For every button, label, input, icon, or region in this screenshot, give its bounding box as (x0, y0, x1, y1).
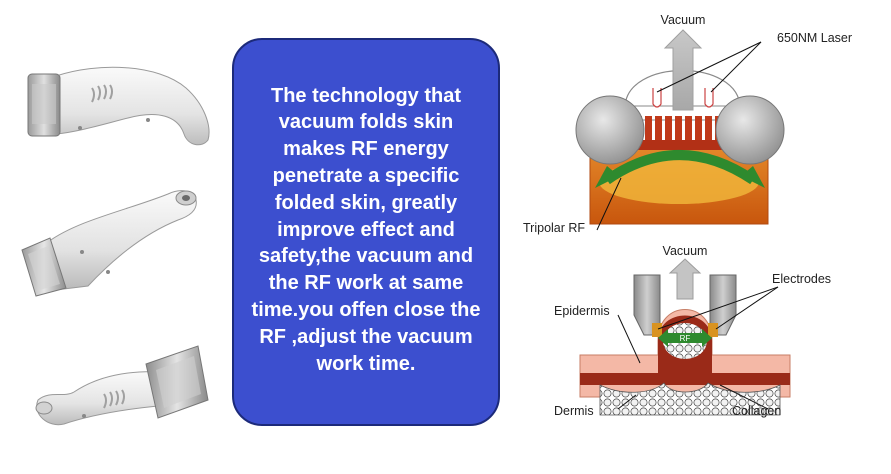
vacuum-arrow-small (668, 258, 702, 300)
vacuum-arrow (663, 29, 703, 111)
tripolar-rf-label: Tripolar RF (523, 221, 585, 235)
electrodes-label: Electrodes (772, 272, 831, 286)
handpiece-image-3 (35, 345, 209, 426)
epidermis-label: Epidermis (554, 304, 610, 318)
laser-emitters (652, 88, 714, 108)
tripolar-rf-diagram: Vacuum 650NM Laser Tripolar RF (523, 13, 852, 235)
vacuum-label: Vacuum (661, 13, 706, 27)
description-text: The technology that vacuum folds skin ma… (251, 84, 481, 375)
handpiece-image-1 (27, 66, 210, 146)
rf-current-arrow (604, 150, 756, 185)
description-box: The technology that vacuum folds skin ma… (232, 38, 500, 426)
roller-right (715, 95, 785, 165)
handpiece-image-2 (21, 190, 197, 297)
rf-arrow: RF (658, 329, 712, 347)
rf-label: RF (680, 334, 691, 343)
skin-fold-diagram: RF Vacuum Electrodes Epidermis Dermis Co… (554, 245, 831, 418)
vacuum-label-bottom: Vacuum (663, 245, 708, 258)
roller-left (575, 95, 645, 165)
collagen-label: Collagen (732, 404, 781, 418)
dermis-layer (599, 382, 781, 416)
laser-label: 650NM Laser (777, 31, 852, 45)
heated-zone (599, 160, 759, 204)
dermis-label: Dermis (554, 404, 594, 418)
